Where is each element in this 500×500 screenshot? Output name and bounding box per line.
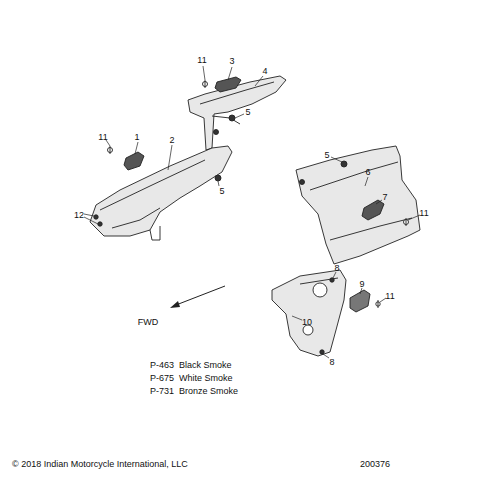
callout-number: 8 — [334, 264, 339, 273]
callout-number: 7 — [382, 193, 387, 202]
callout-number: 5 — [245, 108, 250, 117]
callout-number: 6 — [365, 168, 370, 177]
callout-number: 9 — [359, 280, 364, 289]
direction-label: FWD — [138, 318, 159, 327]
copyright-note: © 2018 Indian Motorcycle International, … — [12, 460, 188, 469]
callout-number: 12 — [74, 211, 84, 220]
callout-number: 2 — [169, 136, 174, 145]
callout-number: 8 — [329, 358, 334, 367]
callout-number: 4 — [262, 67, 267, 76]
callout-number: 3 — [229, 57, 234, 66]
drawing-number: 200376 — [360, 460, 390, 469]
color-option: P-731 Bronze Smoke — [150, 387, 238, 396]
callout-number: 11 — [385, 292, 394, 301]
color-option: P-675 White Smoke — [150, 374, 233, 383]
callout-number: 11 — [98, 133, 107, 142]
callout-number: 5 — [324, 151, 329, 160]
callout-number: 10 — [302, 318, 312, 327]
callout-number: 11 — [197, 56, 206, 65]
color-option: P-463 Black Smoke — [150, 361, 232, 370]
callout-number: 11 — [419, 209, 428, 218]
callout-number: 1 — [134, 133, 139, 142]
callout-number: 5 — [219, 187, 224, 196]
